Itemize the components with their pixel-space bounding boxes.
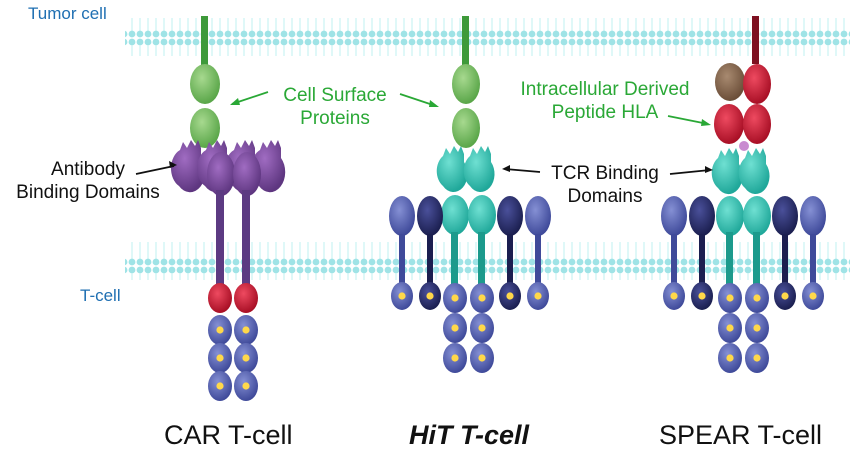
cell-surface-proteins-line2: Proteins — [300, 108, 370, 129]
spear-peptide — [739, 141, 749, 151]
intracellular-peptide-hla-line1: Intracellular Derived — [520, 79, 690, 100]
car-surface-protein-upper — [190, 64, 220, 104]
arrow-to-spear-tcr — [669, 169, 711, 175]
tumor-cell-label: Tumor cell — [28, 4, 107, 23]
hit-surface-protein-upper — [452, 64, 480, 104]
spear-t-cell-title: SPEAR T-cell — [659, 420, 823, 450]
annotation-arrows — [135, 91, 713, 175]
spear-hla-red-right — [743, 104, 771, 144]
car-surface-protein-lower — [190, 108, 220, 148]
hit-surface-protein-stalk — [462, 16, 469, 66]
t-cell-label: T-cell — [80, 286, 121, 305]
car-t-cell-title: CAR T-cell — [164, 420, 293, 450]
car-stalk-right — [242, 190, 250, 290]
intracellular-peptide-hla-label: Intracellular Derived Peptide HLA — [500, 78, 710, 124]
antibody-binding-domains-label: Antibody Binding Domains — [0, 158, 176, 204]
car-costim-right — [234, 283, 258, 313]
car-signaling-chains — [208, 315, 258, 401]
spear-cd3-complex — [661, 196, 826, 373]
car-surface-protein-stalk — [201, 16, 208, 66]
hit-tcr-domains — [436, 146, 496, 235]
car-antibody-domains — [171, 140, 286, 196]
spear-hla-red-upper — [743, 64, 771, 104]
hit-t-cell-title: HiT T-cell — [409, 420, 530, 450]
antibody-binding-domains-line2: Binding Domains — [16, 182, 160, 203]
t-cell-membrane — [125, 242, 850, 280]
tcr-binding-domains-label: TCR Binding Domains — [532, 162, 678, 208]
car-t-cell-diagram — [171, 16, 286, 401]
tumor-cell-membrane — [125, 18, 850, 56]
spear-t-cell-diagram — [661, 16, 826, 373]
car-costim-left — [208, 283, 232, 313]
spear-hla-stalk — [752, 16, 759, 64]
arrow-to-hla — [667, 115, 709, 125]
intracellular-peptide-hla-line2: Peptide HLA — [551, 102, 659, 123]
arrow-to-hit-tcr — [504, 168, 541, 173]
spear-tcr-domains — [711, 148, 771, 236]
cell-surface-proteins-line1: Cell Surface — [283, 85, 387, 106]
arrow-to-antibody — [135, 165, 175, 175]
hit-cd3-complex — [389, 196, 551, 373]
spear-hla-red-left — [714, 104, 744, 144]
hit-surface-protein-lower — [452, 108, 480, 148]
spear-hla-brown — [715, 63, 745, 101]
car-stalk-left — [216, 190, 224, 290]
tcr-binding-domains-line2: Domains — [567, 186, 643, 207]
hit-t-cell-diagram — [389, 16, 551, 373]
tcr-binding-domains-line1: TCR Binding — [551, 163, 659, 184]
cell-surface-proteins-label: Cell Surface Proteins — [270, 84, 400, 130]
antibody-binding-domains-line1: Antibody — [51, 159, 125, 180]
